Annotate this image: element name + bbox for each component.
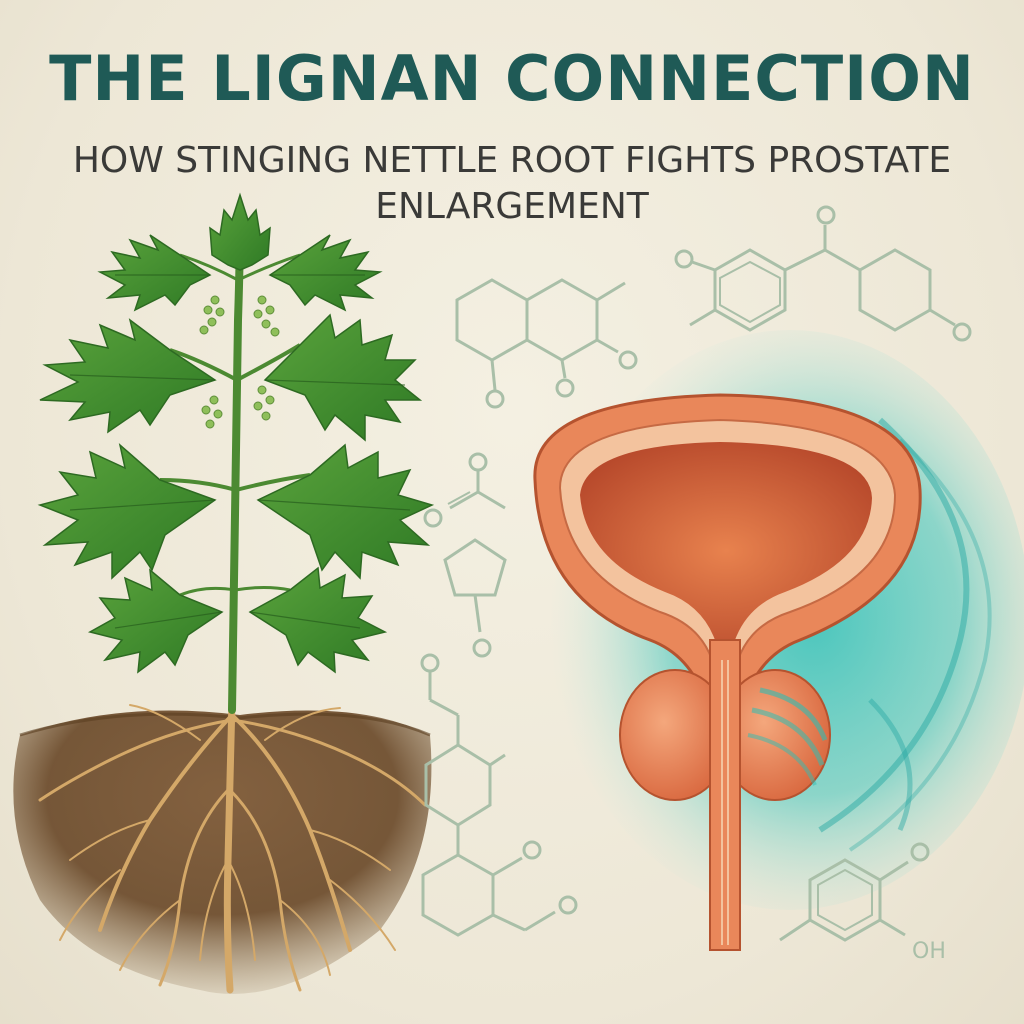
subtitle-line-1: HOW STINGING NETTLE ROOT FIGHTS PROSTATE <box>72 140 952 181</box>
subtitle-line-2: ENLARGEMENT <box>375 186 649 227</box>
nettle-plant <box>37 192 435 714</box>
molecule-ketone <box>674 205 972 342</box>
molecule-ring-small <box>423 452 507 658</box>
prostate-bladder-organ <box>533 393 922 951</box>
phenol-oh-label: OH <box>912 939 946 964</box>
page-title: THE LIGNAN CONNECTION <box>49 42 975 115</box>
molecule-bicyclic <box>455 278 638 409</box>
chemical-structures <box>420 205 972 942</box>
molecule-phenol <box>779 842 930 942</box>
molecule-chain <box>420 653 578 937</box>
soil-area <box>13 710 432 994</box>
nettle-roots <box>38 696 427 994</box>
